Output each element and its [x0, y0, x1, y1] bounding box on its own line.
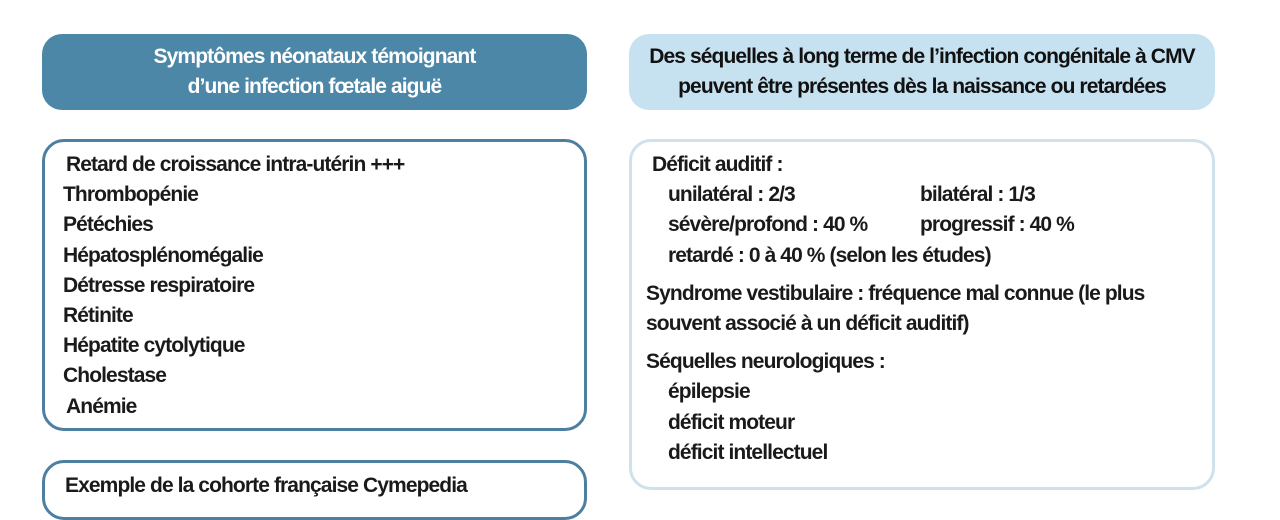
- acute-infection-header: Symptômes néonataux témoignant d’une inf…: [42, 34, 587, 110]
- delayed-stat: retardé : 0 à 40 % (selon les études): [668, 243, 992, 267]
- neuro-title: Séquelles neurologiques :: [646, 350, 886, 374]
- cohort-title: Exemple de la cohorte française Cymepedi…: [65, 474, 468, 497]
- symptom-item: Retard de croissance intra-utérin +++: [66, 153, 405, 176]
- neuro-item: épilepsie: [668, 380, 751, 404]
- symptoms-box: Retard de croissance intra-utérin +++ Th…: [42, 139, 587, 431]
- symptom-item: Pétéchies: [63, 213, 154, 237]
- auditory-title: Déficit auditif :: [652, 153, 783, 176]
- neuro-item: déficit moteur: [668, 410, 795, 434]
- symptom-item: Hépatite cytolytique: [63, 334, 245, 358]
- bilateral-stat: bilatéral : 1/3: [920, 183, 1036, 207]
- sequelae-box: Déficit auditif : unilatéral : 2/3 bilaté…: [629, 139, 1215, 490]
- symptom-item: Cholestase: [63, 364, 167, 388]
- vestibular-text: Syndrome vestibulaire : fréquence mal co…: [646, 281, 1145, 305]
- neuro-item: déficit intellectuel: [668, 440, 828, 464]
- vestibular-text: souvent associé à un déficit auditif): [646, 312, 970, 336]
- symptom-item: Rétinite: [63, 304, 134, 328]
- header-line: peuvent être présentes dès la naissance …: [678, 75, 1167, 98]
- header-line: Des séquelles à long terme de l’infectio…: [649, 45, 1195, 68]
- symptom-item: Anémie: [66, 394, 137, 418]
- header-line: d’une infection fœtale aiguë: [187, 75, 443, 98]
- auditory-row: unilatéral : 2/3 bilatéral : 1/3: [646, 180, 1212, 210]
- unilateral-stat: unilatéral : 2/3: [668, 183, 796, 207]
- progressive-stat: progressif : 40 %: [920, 213, 1075, 237]
- header-line: Symptômes néonataux témoignant: [153, 45, 477, 68]
- symptom-item: Hépatosplénomégalie: [63, 243, 264, 267]
- auditory-row: sévère/profond : 40 % progressif : 40 %: [646, 210, 1212, 240]
- severe-stat: sévère/profond : 40 %: [668, 213, 868, 237]
- symptom-item: Détresse respiratoire: [63, 273, 255, 297]
- long-term-sequelae-header: Des séquelles à long terme de l’infectio…: [629, 34, 1215, 110]
- symptom-item: Thrombopénie: [63, 183, 199, 207]
- cohort-box: Exemple de la cohorte française Cymepedi…: [42, 460, 587, 520]
